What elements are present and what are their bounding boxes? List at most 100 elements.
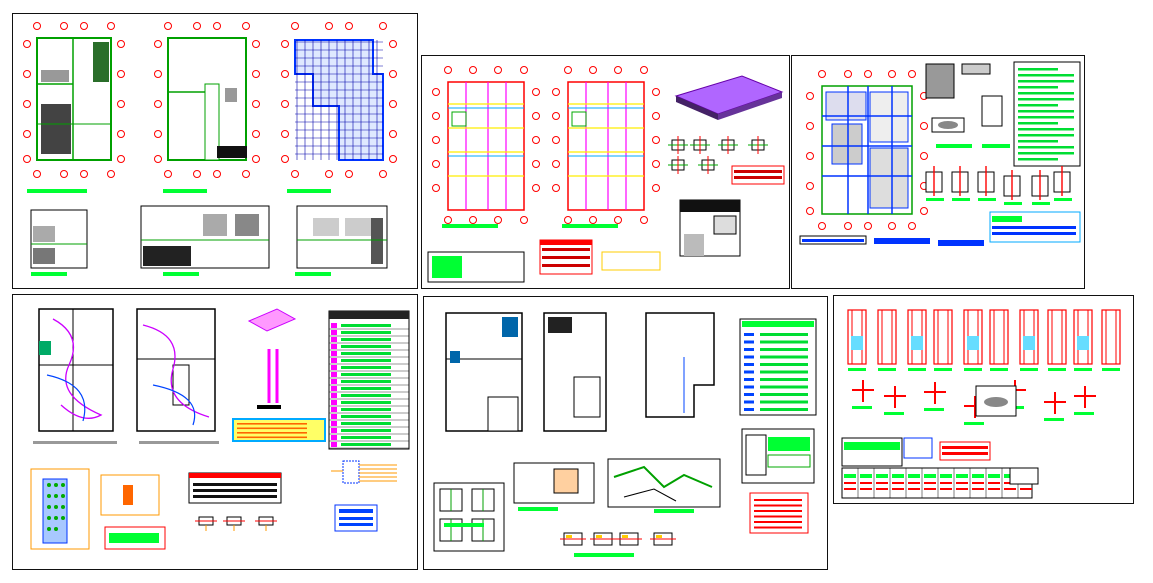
axis-bubble [888,222,896,230]
axis-bubble [60,22,68,30]
title-bar [27,189,87,193]
axis-bubble [494,66,502,74]
axis-bubble [888,70,896,78]
axis-bubble [252,70,260,78]
axis-bubble [33,170,41,178]
axis-bubble [164,170,172,178]
axis-bubble [242,22,250,30]
axis-bubble [281,100,289,108]
axis-bubble [432,160,440,168]
roof-isometric [674,75,784,120]
axis-bubble [379,170,387,178]
axis-bubble [469,216,477,224]
axis-bubble [213,22,221,30]
axis-bubble [389,155,397,163]
axis-bubble [281,130,289,138]
axis-bubble [252,155,260,163]
axis-bubble [107,22,115,30]
axis-bubbles [432,66,660,224]
axis-bubble [532,160,540,168]
axis-bubble [469,66,477,74]
sheet-electrical[interactable] [12,294,418,570]
axis-bubble [552,88,560,96]
axis-bubble [864,70,872,78]
title-bar [163,189,207,193]
axis-bubble [33,22,41,30]
sheet-plumbing[interactable] [423,296,828,570]
axis-bubble [564,216,572,224]
axis-bubble [844,70,852,78]
axis-bubble [652,160,660,168]
axis-bubble [213,170,221,178]
axis-bubble [532,184,540,192]
axis-bubble [640,66,648,74]
axis-bubbles [23,22,397,178]
sheet-architecture[interactable] [12,13,418,289]
axis-bubble [117,130,125,138]
axis-bubble [552,184,560,192]
axis-bubble [652,112,660,120]
axis-bubble [494,216,502,224]
axis-bubble [432,184,440,192]
axis-bubble [818,70,826,78]
axis-bubble [242,170,250,178]
axis-bubble [806,207,814,215]
plumbing-plan-second-level [543,312,607,432]
plumbing-plan-first-level [445,312,523,432]
axis-bubble [520,66,528,74]
axis-bubble [154,155,162,163]
axis-bubble [164,22,172,30]
axis-bubble [252,40,260,48]
axis-bubble [23,100,31,108]
axis-bubble [107,170,115,178]
axis-bubble [389,130,397,138]
axis-bubble [564,66,572,74]
foundation-plan [821,85,913,215]
axis-bubble [345,170,353,178]
axis-bubble [117,155,125,163]
axis-bubble [325,170,333,178]
axis-bubble [23,40,31,48]
front-elevation [679,199,741,257]
axis-bubble [389,70,397,78]
axis-bubble [193,170,201,178]
axis-bubble [281,155,289,163]
riser-isometric [247,308,297,409]
structural-plan-right [567,81,645,211]
axis-bubble [252,130,260,138]
axis-bubble [432,136,440,144]
axis-bubble [864,222,872,230]
section-c [296,205,388,269]
axis-bubbles [806,70,928,230]
electrical-plan-first-level [38,308,114,432]
axis-bubble [520,216,528,224]
axis-bubble [80,170,88,178]
general-notes [1013,61,1081,167]
floor-plan-second-level [167,37,247,161]
panel-detail [30,468,90,550]
axis-bubble [432,112,440,120]
axis-bubble [908,222,916,230]
axis-bubble [154,130,162,138]
axis-bubble [920,122,928,130]
sheet-foundation[interactable] [791,55,1085,289]
axis-bubble [806,92,814,100]
axis-bubble [589,216,597,224]
axis-bubble [117,40,125,48]
axis-bubble [532,112,540,120]
axis-bubble [614,66,622,74]
axis-bubble [614,216,622,224]
electrical-plan-second-level [136,308,216,432]
axis-bubble [589,66,597,74]
axis-bubble [117,100,125,108]
axis-bubble [552,136,560,144]
axis-bubble [154,100,162,108]
axis-bubble [532,136,540,144]
axis-bubble [117,70,125,78]
sheet-structure-plans[interactable] [421,55,790,289]
footing-details [925,63,1010,148]
structural-plan-left [447,81,525,211]
sheet-details[interactable] [833,295,1134,504]
title-bar [287,189,331,193]
axis-bubble [552,160,560,168]
